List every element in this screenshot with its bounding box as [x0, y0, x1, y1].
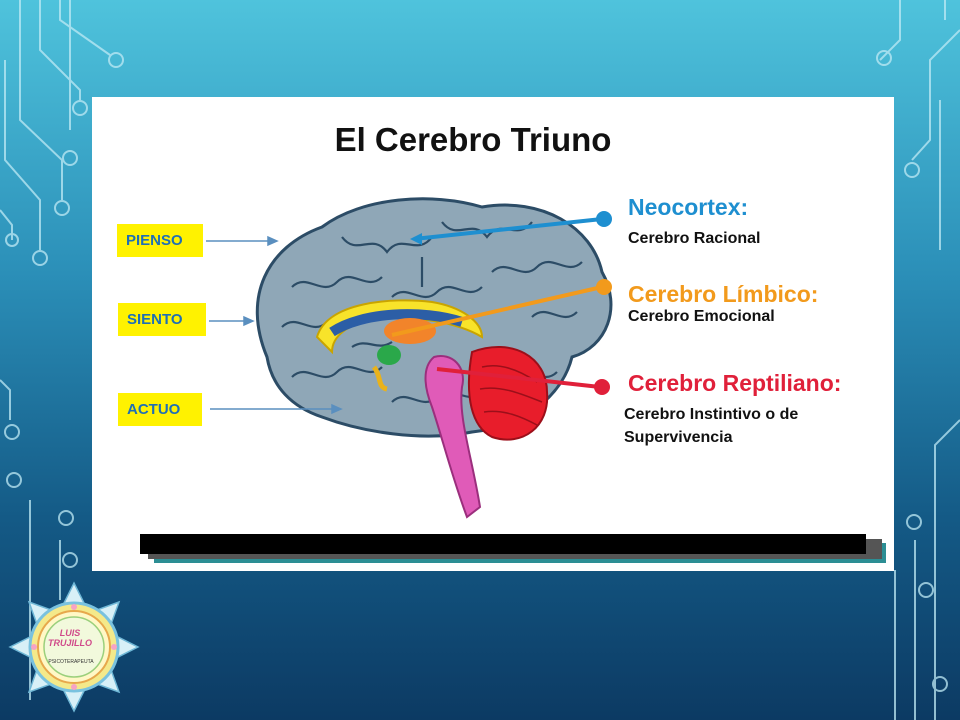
mandala-logo: [8, 581, 140, 713]
reptiliano-subtitle: Cerebro Instintivo o de Supervivencia: [624, 406, 799, 446]
diagram-title: El Cerebro Triuno: [334, 121, 612, 158]
limbico-title: Cerebro Límbico:: [628, 281, 819, 307]
logo-name: LUIS TRUJILLO: [40, 628, 100, 648]
tag-actuo: ACTUO: [118, 393, 202, 426]
neocortex-subtitle: Cerebro Racional: [628, 230, 761, 247]
tag-pienso: PIENSO: [117, 224, 203, 257]
diagram-card: El Cerebro Triuno: [92, 97, 894, 571]
brain-illustration: [206, 197, 613, 519]
tag-siento: SIENTO: [118, 303, 206, 336]
neocortex-title: Neocortex:: [628, 194, 749, 220]
logo-name-line1: LUIS: [59, 628, 81, 638]
black-bar: [140, 534, 866, 554]
reptiliano-title: Cerebro Reptiliano:: [628, 370, 842, 396]
limbico-subtitle: Cerebro Emocional: [628, 308, 775, 325]
logo-name-line2: TRUJILLO: [48, 638, 92, 648]
logo-caption: PSICOTERAPEUTA: [48, 659, 94, 665]
